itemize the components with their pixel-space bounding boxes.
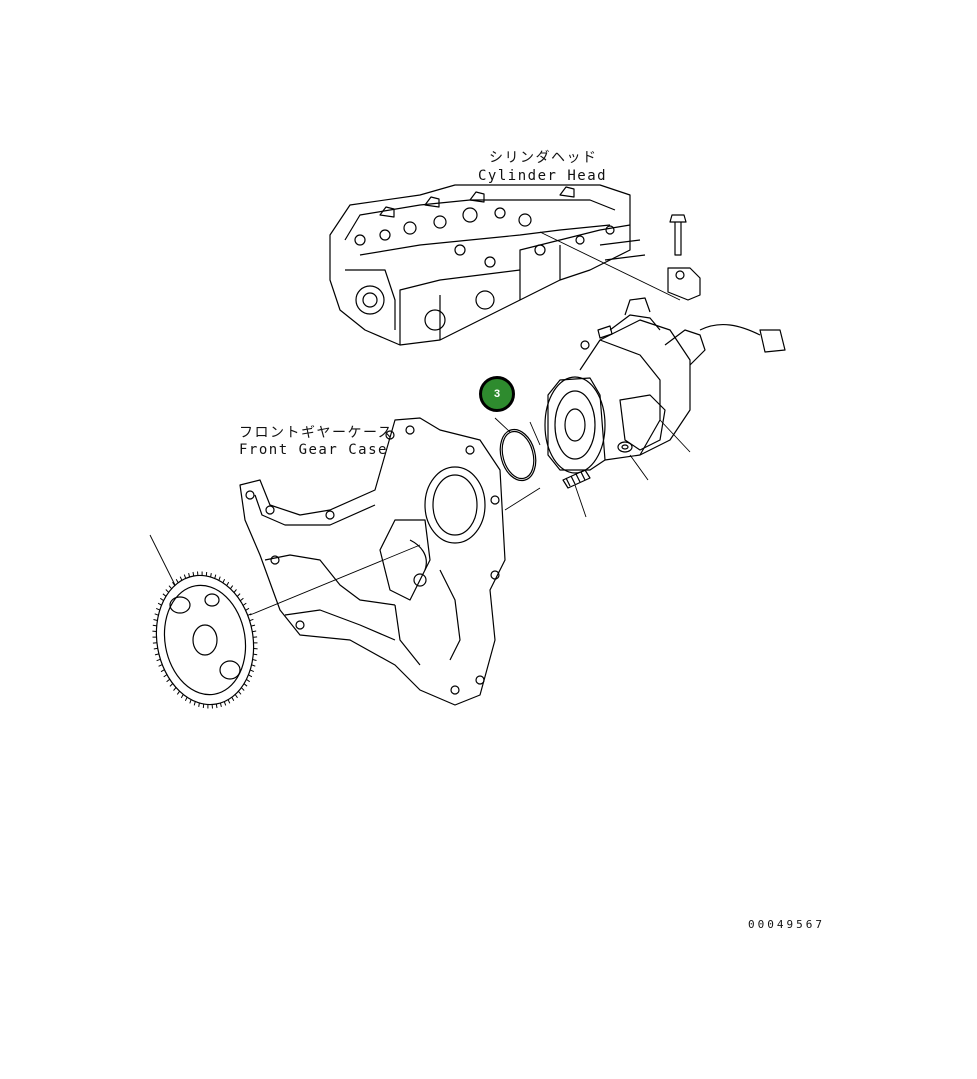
callout-3-button[interactable]: 3	[479, 376, 515, 412]
front-gear-case-label-jp: フロントギヤーケース	[239, 425, 394, 441]
cylinder-head-label-en: Cylinder Head	[478, 168, 608, 184]
callout-3-number: 3	[493, 388, 501, 400]
gear-part	[152, 571, 258, 709]
leader-lines	[149, 231, 691, 616]
stud-bolt-part	[562, 469, 591, 489]
cylinder-head-part	[329, 184, 646, 346]
washer-part	[617, 441, 633, 453]
o-ring-part	[499, 428, 537, 482]
bolt-and-bracket-part	[667, 214, 701, 301]
front-gear-case-label-en: Front Gear Case	[239, 442, 388, 458]
cylinder-head-label-jp: シリンダヘッド	[489, 150, 598, 166]
front-gear-case-part	[239, 417, 506, 706]
gear-teeth	[152, 571, 258, 709]
document-id: 00049567	[748, 918, 825, 931]
fuel-injection-pump-part	[544, 297, 786, 474]
